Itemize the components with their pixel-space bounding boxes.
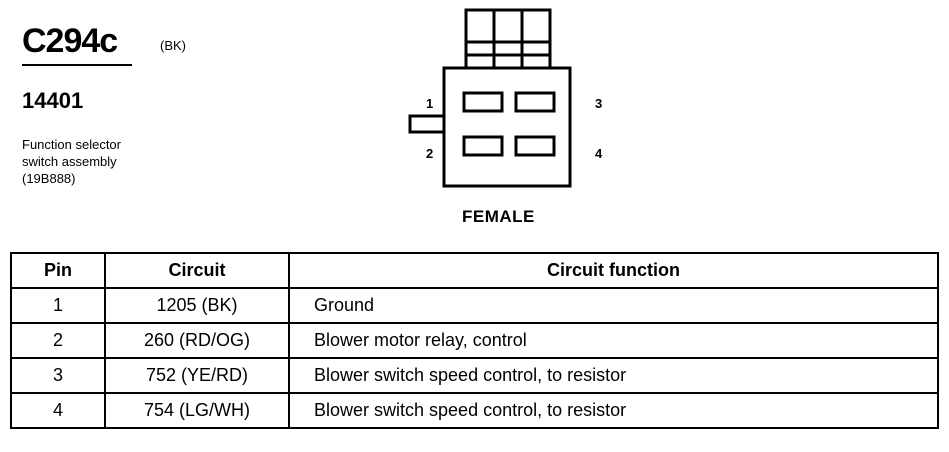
table-row: 3 752 (YE/RD) Blower switch speed contro… — [10, 357, 939, 394]
table-row: 4 754 (LG/WH) Blower switch speed contro… — [10, 392, 939, 429]
connector-gender-label: FEMALE — [462, 207, 535, 226]
pin-cell: 3 — [10, 357, 106, 394]
connector-color-code: (BK) — [160, 38, 186, 53]
table-row: 2 260 (RD/OG) Blower motor relay, contro… — [10, 322, 939, 359]
pin-label-2: 2 — [426, 146, 433, 161]
pin-cell: 4 — [10, 392, 106, 429]
circuit-cell: 260 (RD/OG) — [104, 322, 290, 359]
table-header-row: Pin Circuit Circuit function — [10, 252, 939, 289]
title-underline — [22, 64, 132, 66]
pin-label-1: 1 — [426, 96, 433, 111]
function-cell: Blower motor relay, control — [288, 322, 939, 359]
pin-cavity-2 — [462, 135, 504, 157]
function-cell: Blower switch speed control, to resistor — [288, 392, 939, 429]
circuit-cell: 754 (LG/WH) — [104, 392, 290, 429]
connector-body — [442, 66, 572, 188]
pin-cavity-3 — [514, 91, 556, 113]
function-cell: Ground — [288, 287, 939, 324]
description-line: switch assembly — [22, 154, 117, 169]
pin-cell: 2 — [10, 322, 106, 359]
connector-latch — [464, 8, 552, 70]
header-circuit-function: Circuit function — [288, 252, 939, 289]
pin-cavity-4 — [514, 135, 556, 157]
connector-key-tab — [408, 114, 446, 134]
part-number: 14401 — [22, 88, 84, 113]
component-description: Function selector switch assembly (19B88… — [22, 136, 121, 187]
pin-cavity-1 — [462, 91, 504, 113]
function-cell: Blower switch speed control, to resistor — [288, 357, 939, 394]
connector-id: C294c — [22, 22, 118, 60]
header-circuit: Circuit — [104, 252, 290, 289]
circuit-cell: 1205 (BK) — [104, 287, 290, 324]
description-line: (19B888) — [22, 171, 76, 186]
connector-face-diagram: 1 2 3 4 — [408, 8, 603, 188]
description-line: Function selector — [22, 137, 121, 152]
table-row: 1 1205 (BK) Ground — [10, 287, 939, 324]
header-pin: Pin — [10, 252, 106, 289]
pin-cell: 1 — [10, 287, 106, 324]
pin-circuit-table: Pin Circuit Circuit function 1 1205 (BK)… — [10, 252, 939, 429]
circuit-cell: 752 (YE/RD) — [104, 357, 290, 394]
pin-label-4: 4 — [595, 146, 603, 161]
pin-label-3: 3 — [595, 96, 602, 111]
